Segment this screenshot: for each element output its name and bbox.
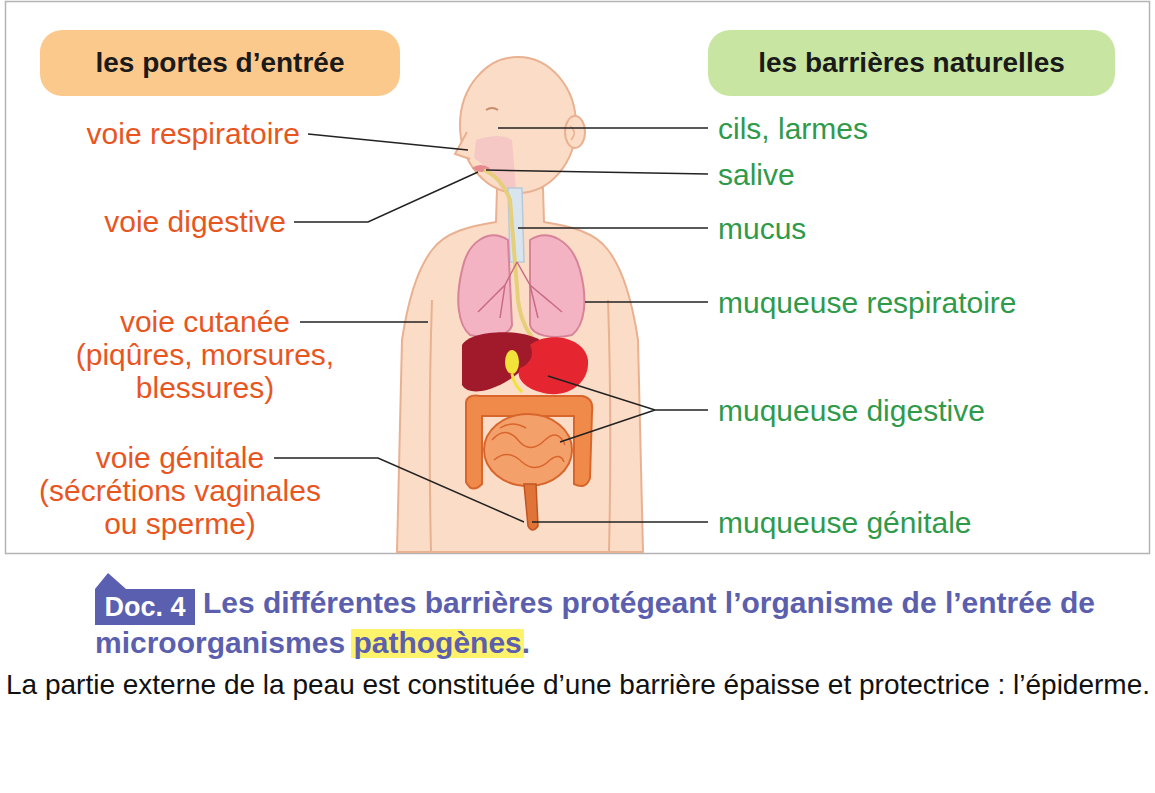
barrier-label: muqueuse respiratoire [718, 286, 1138, 319]
header-pill: les portes d’entrée [40, 30, 400, 96]
barrier-label: muqueuse génitale [718, 506, 1138, 539]
leader-line [518, 227, 708, 229]
document-title: Les différentes barrières protégeant l’o… [95, 583, 1147, 663]
badge-tab [95, 573, 126, 589]
large-intestine [466, 396, 592, 489]
leader-line [498, 127, 708, 129]
leader-line [294, 172, 478, 222]
leader-line [486, 170, 708, 174]
left-arm-line [430, 300, 432, 552]
leader-line [532, 521, 708, 523]
right-lung [530, 235, 584, 337]
entry-route-label: voie respiratoire [80, 117, 300, 150]
entry-route-label: voie cutanée (piqûres, morsures, blessur… [70, 305, 340, 404]
barrier-label: mucus [718, 212, 1138, 245]
rectum [524, 484, 538, 530]
ear [565, 116, 585, 148]
leader-lines [274, 128, 708, 522]
small-intestine [484, 414, 572, 486]
node-label: les barrières naturelles [758, 47, 1065, 79]
leader-line [548, 376, 708, 442]
lungs [458, 235, 584, 337]
gallbladder [505, 350, 519, 374]
leader-line [300, 321, 428, 323]
node-label: Doc. 4 [104, 592, 185, 623]
abdominal-organs [462, 332, 592, 530]
nasal-oral-cavity [474, 136, 516, 190]
eye [486, 108, 498, 110]
intestine-folds [492, 424, 565, 468]
barrier-label: muqueuse digestive [718, 394, 1138, 427]
bile-duct [512, 374, 522, 392]
nose [455, 132, 470, 159]
leader-line [308, 134, 468, 150]
document-caption: La partie externe de la peau est constit… [6, 665, 1150, 705]
barrier-label: cils, larmes [718, 112, 1138, 145]
barrier-label: salive [718, 158, 1138, 191]
header-pill: les barrières naturelles [708, 30, 1115, 96]
bronchi [478, 262, 562, 318]
entry-route-label: voie génitale (sécrétions vaginales ou s… [30, 441, 330, 540]
entry-route-label: voie digestive [66, 205, 286, 238]
figure-frame [6, 2, 1150, 554]
doc-badge: Doc. 4 [95, 589, 195, 625]
leader-line [585, 301, 708, 303]
child-body [397, 57, 643, 552]
torso-outline [397, 188, 643, 552]
node-label: les portes d’entrée [96, 47, 345, 79]
